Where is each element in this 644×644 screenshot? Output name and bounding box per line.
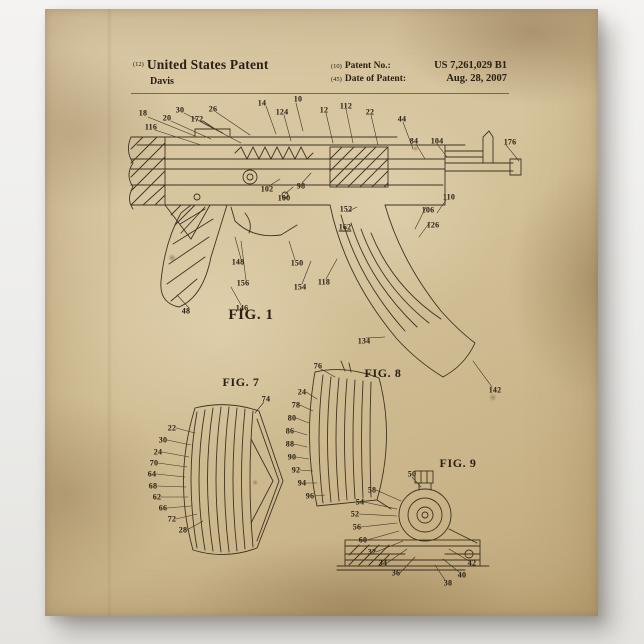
- ref-numeral-172: 172: [190, 114, 204, 124]
- ref-numeral-126: 126: [426, 220, 440, 230]
- ref-numeral-14: 14: [257, 98, 267, 108]
- ref-numeral-34: 34: [378, 558, 388, 568]
- ref-numeral-38: 38: [443, 578, 453, 588]
- ref-numeral-80: 80: [287, 413, 297, 423]
- ref-numeral-74: 74: [261, 394, 271, 404]
- ref-numeral-42: 42: [467, 558, 477, 568]
- inventor-name: Davis: [150, 76, 174, 87]
- ref-numeral-24: 24: [153, 447, 163, 457]
- ref-numeral-118: 118: [317, 277, 331, 287]
- ref-numeral-176: 176: [503, 137, 517, 147]
- ref-numeral-22: 22: [365, 107, 375, 117]
- fig8-drawing: [293, 360, 392, 510]
- ref-numeral-98: 98: [296, 181, 306, 191]
- ref-numeral-96: 96: [305, 491, 315, 501]
- ref-numeral-22: 22: [167, 423, 177, 433]
- ref-numeral-78: 78: [291, 400, 301, 410]
- ref-numeral-102: 102: [260, 184, 274, 194]
- patent-poster: (12)United States Patent Davis (10) Pate…: [45, 9, 598, 616]
- patent-no-label: Patent No.:: [344, 61, 391, 71]
- ref-numeral-56: 56: [352, 522, 362, 532]
- ref-numeral-142: 142: [488, 385, 502, 395]
- fig9-drawing: [336, 470, 490, 581]
- fig8-label: FIG. 8: [364, 366, 402, 380]
- ref-numeral-62: 62: [152, 492, 162, 502]
- patent-date-row: (45) Date of Patent: Aug. 28, 2007: [331, 73, 507, 84]
- ref-numeral-154: 154: [293, 282, 307, 292]
- ref-numeral-24: 24: [297, 387, 307, 397]
- ref-numeral-156: 156: [236, 278, 250, 288]
- ref-numeral-90: 90: [287, 452, 297, 462]
- ref-numeral-110: 110: [442, 192, 456, 202]
- ref-numeral-92: 92: [291, 465, 301, 475]
- ref-numeral-30: 30: [158, 435, 168, 445]
- ref-numeral-40: 40: [457, 570, 467, 580]
- patent-no-tag: (10): [331, 63, 342, 70]
- ref-numeral-32: 32: [367, 547, 377, 557]
- kind-code-tag: (12): [133, 61, 144, 68]
- ref-numeral-26: 26: [208, 104, 218, 114]
- ref-numeral-50: 50: [407, 469, 417, 479]
- patent-number-row: (10) Patent No.: US 7,261,029 B1: [331, 60, 507, 71]
- date-label: Date of Patent:: [344, 74, 407, 84]
- ref-numeral-68: 68: [148, 481, 158, 491]
- ref-numeral-72: 72: [167, 514, 177, 524]
- patent-title-row: (12)United States Patent: [133, 56, 269, 74]
- ref-numeral-94: 94: [297, 478, 307, 488]
- fig1-label: FIG. 1: [228, 307, 274, 323]
- ref-numeral-124: 124: [275, 107, 289, 117]
- patent-title: United States Patent: [146, 57, 269, 72]
- ref-numeral-88: 88: [285, 439, 295, 449]
- ref-numeral-76: 76: [313, 361, 323, 371]
- ref-numeral-152: 152: [339, 204, 353, 214]
- ref-numeral-162: 162: [338, 222, 352, 232]
- ref-numeral-134: 134: [357, 336, 371, 346]
- patent-drawing: [128, 102, 522, 581]
- fig1-rifle-drawing: [128, 102, 522, 388]
- fig9-label: FIG. 9: [439, 456, 477, 470]
- ref-numeral-146: 146: [235, 303, 249, 313]
- patent-header-left: (12)United States Patent Davis: [133, 56, 269, 87]
- ref-numeral-10: 10: [293, 94, 303, 104]
- ref-numeral-150: 150: [290, 258, 304, 268]
- patent-no-value: US 7,261,029 B1: [434, 60, 507, 71]
- date-tag: (45): [331, 76, 342, 83]
- ref-numeral-52: 52: [350, 509, 360, 519]
- ref-numeral-116: 116: [144, 122, 158, 132]
- patent-header-right: (10) Patent No.: US 7,261,029 B1 (45) Da…: [331, 60, 507, 86]
- ref-numeral-28: 28: [178, 525, 188, 535]
- ref-numeral-64: 64: [147, 469, 157, 479]
- ref-numeral-36: 36: [391, 568, 401, 578]
- header-divider: [131, 93, 509, 94]
- ref-numeral-70: 70: [149, 458, 159, 468]
- ref-numeral-84: 84: [409, 136, 419, 146]
- date-value: Aug. 28, 2007: [446, 73, 507, 84]
- ref-numeral-104: 104: [430, 136, 444, 146]
- ref-numeral-60: 60: [358, 535, 368, 545]
- ref-numeral-48: 48: [181, 306, 191, 316]
- fig7-label: FIG. 7: [222, 375, 260, 389]
- ref-numeral-86: 86: [285, 426, 295, 436]
- ref-numeral-112: 112: [339, 101, 353, 111]
- ref-numeral-100: 100: [277, 193, 291, 203]
- ref-numeral-54: 54: [355, 497, 365, 507]
- ref-numeral-18: 18: [138, 108, 148, 118]
- ref-numeral-148: 148: [231, 257, 245, 267]
- ref-numeral-106: 106: [421, 205, 435, 215]
- ref-numeral-44: 44: [397, 114, 407, 124]
- fig7-drawing: [155, 401, 284, 555]
- ref-numeral-20: 20: [162, 113, 172, 123]
- ref-numeral-58: 58: [367, 485, 377, 495]
- ref-numeral-30: 30: [175, 105, 185, 115]
- ref-numeral-12: 12: [319, 105, 329, 115]
- ref-numeral-66: 66: [158, 503, 168, 513]
